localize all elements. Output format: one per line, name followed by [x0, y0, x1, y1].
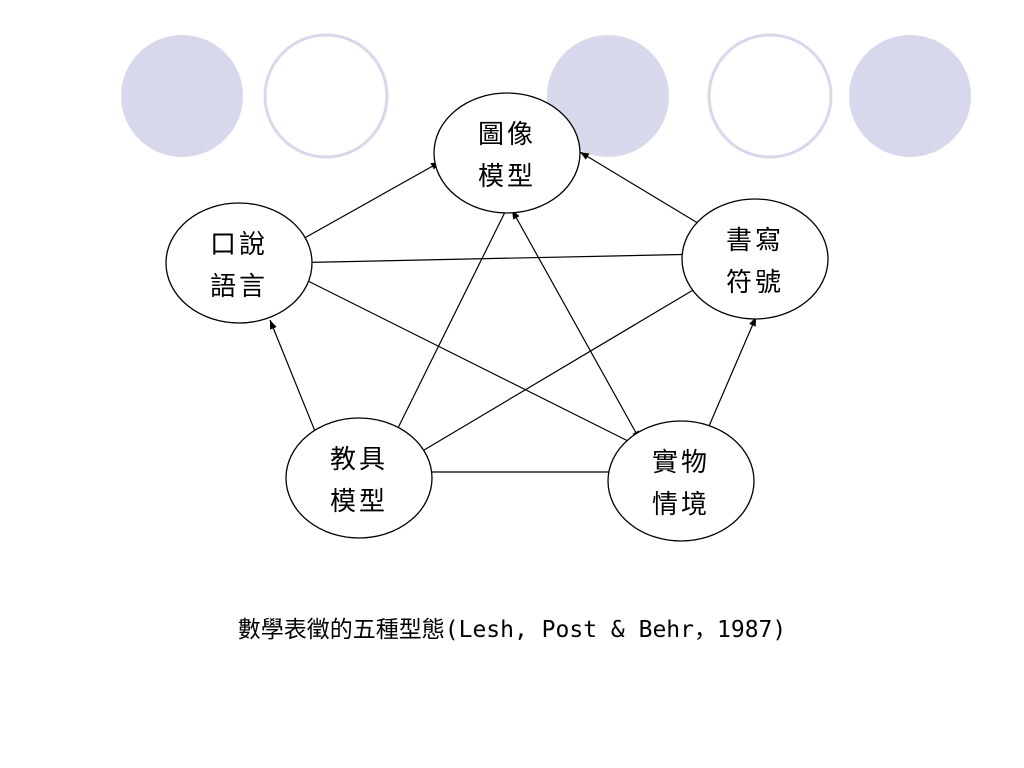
node-label-line: 實物 — [652, 448, 710, 478]
edges — [269, 151, 757, 476]
decorative-circle-filled — [121, 35, 243, 157]
decorative-circle-filled — [547, 35, 669, 157]
edge-tuxiang-shuxie — [579, 151, 707, 229]
node-label-line: 口說 — [210, 230, 268, 260]
decorative-circle-filled — [849, 35, 971, 157]
node-label-line: 符號 — [726, 268, 784, 298]
edge-shuxie-jiaoju — [413, 279, 711, 457]
decorative-circle-outline — [707, 33, 833, 159]
edge-tuxiang-jiaoju — [392, 197, 513, 439]
node-ellipse — [285, 417, 433, 539]
node-ellipse — [433, 92, 581, 214]
edge-tuxiang-koushuo — [291, 161, 441, 246]
node-label-line: 書寫 — [726, 226, 784, 256]
node-label-line: 模型 — [330, 487, 388, 517]
node-ellipse — [607, 420, 755, 542]
edge-tuxiang-shiwu — [511, 209, 641, 441]
node-label-line: 圖像 — [478, 120, 536, 150]
node-label-line: 模型 — [478, 162, 536, 192]
diagram-caption: 數學表徵的五種型態(Lesh, Post & Behr，1987) — [237, 617, 787, 643]
node-ellipse — [165, 202, 313, 324]
decorative-circle-outline — [263, 33, 389, 159]
edge-shuxie-shiwu — [702, 316, 757, 441]
node-label-line: 語言 — [210, 272, 268, 302]
node-label-line: 教具 — [330, 445, 388, 475]
edge-koushuo-jiaoju — [269, 319, 322, 447]
node-ellipse — [681, 198, 829, 320]
node-label-line: 情境 — [652, 490, 710, 520]
edge-koushuo-shuxie — [279, 250, 707, 267]
